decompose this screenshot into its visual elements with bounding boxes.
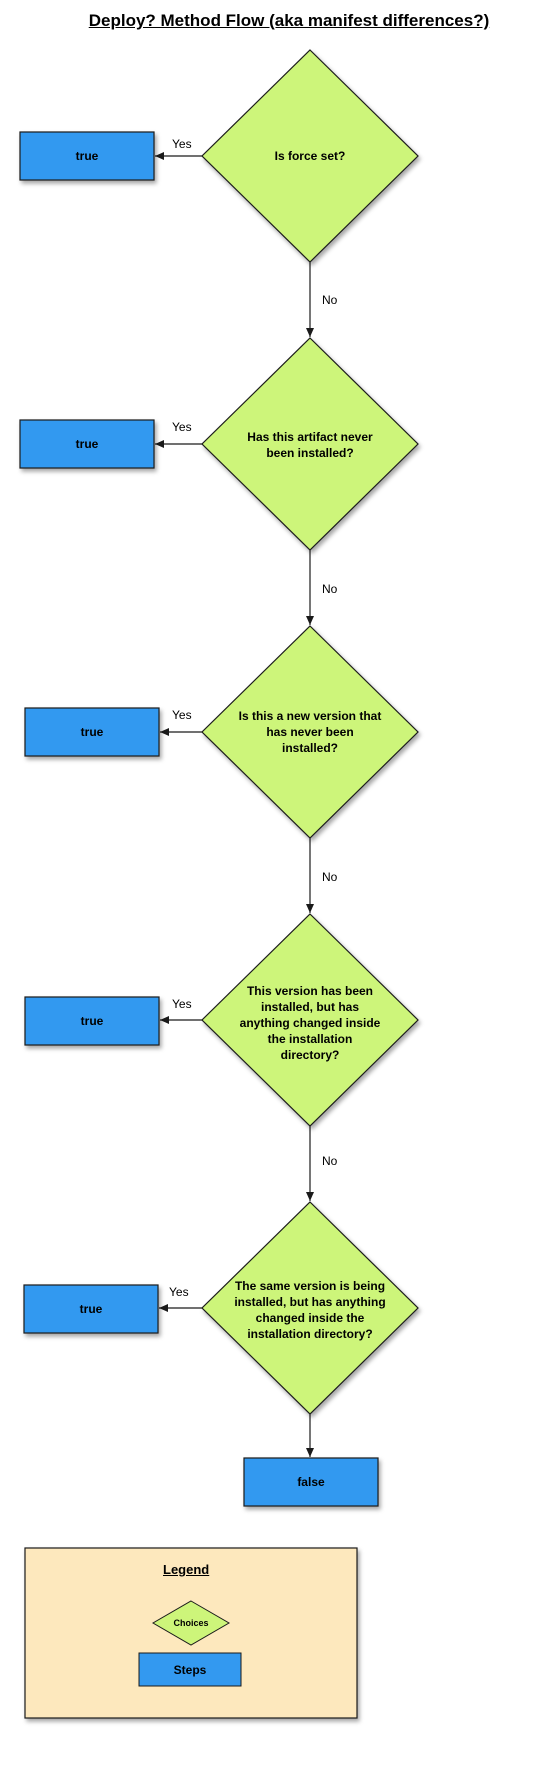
decision-5-text: The same version is being installed, but… (234, 1278, 386, 1342)
decision-1-text: Is force set? (274, 148, 346, 163)
result-2-text: true (75, 437, 99, 451)
result-box-4 (24, 996, 160, 1046)
result-box-5 (23, 1284, 159, 1334)
decision-diamond-5 (201, 1201, 419, 1415)
result-box-3 (24, 707, 160, 757)
no-label-2: No (322, 582, 338, 596)
final-result-text: false (297, 1475, 325, 1489)
decision-4-text: This version has been installed, but has… (239, 983, 381, 1063)
legend-steps-box (138, 1652, 242, 1687)
final-result-box (243, 1457, 379, 1507)
decision-2-text: Has this artifact never been installed? (247, 429, 373, 460)
legend-choices-label: Choices (173, 1618, 209, 1628)
no-label-1: No (322, 293, 338, 307)
yes-label-5: Yes (169, 1285, 189, 1299)
yes-label-1: Yes (172, 137, 192, 151)
legend-steps-label: Steps (173, 1662, 207, 1677)
decision-diamond-2 (201, 337, 419, 551)
legend-title: Legend (163, 1562, 210, 1577)
result-3-text: true (80, 725, 104, 739)
yes-label-4: Yes (172, 997, 192, 1011)
decision-diamond-4 (201, 913, 419, 1127)
page-title: Deploy? Method Flow (aka manifest differ… (88, 11, 490, 30)
decision-3-text: Is this a new version that has never bee… (238, 708, 382, 756)
decision-diamond-3 (201, 625, 419, 839)
decision-diamond-1 (201, 49, 419, 263)
result-1-text: true (75, 149, 99, 163)
no-label-4: No (322, 1154, 338, 1168)
legend-choices-diamond (152, 1600, 230, 1646)
result-4-text: true (80, 1014, 104, 1028)
yes-label-2: Yes (172, 420, 192, 434)
no-label-3: No (322, 870, 338, 884)
result-5-text: true (79, 1302, 103, 1316)
yes-label-3: Yes (172, 708, 192, 722)
result-box-1 (19, 131, 155, 181)
result-box-2 (19, 419, 155, 469)
